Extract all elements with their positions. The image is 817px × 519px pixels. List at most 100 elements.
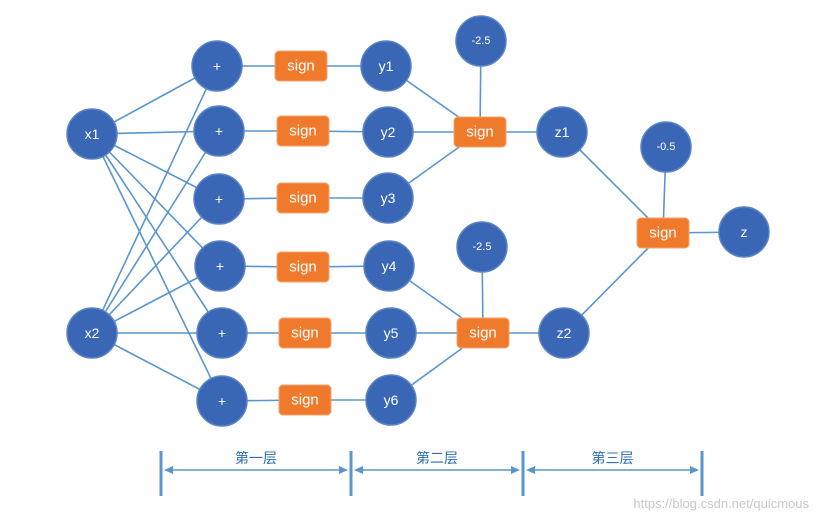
node-b3-label: -0.5 bbox=[657, 141, 676, 153]
node-y3-shape bbox=[362, 172, 414, 224]
node-y4-shape bbox=[363, 240, 415, 292]
node-p5-label: + bbox=[218, 325, 226, 341]
scale-arrow-left-2 bbox=[354, 466, 363, 474]
edge-x1-p5 bbox=[91, 133, 223, 334]
node-y1-shape bbox=[360, 40, 412, 92]
node-x1: x1 bbox=[66, 108, 118, 160]
node-z: z bbox=[718, 206, 770, 258]
node-z2-label: z2 bbox=[557, 325, 572, 341]
node-p5-shape bbox=[196, 307, 248, 359]
node-x1-label: x1 bbox=[85, 126, 100, 142]
node-z1-shape bbox=[536, 106, 588, 158]
node-z1: z1 bbox=[536, 106, 588, 158]
scale-arrow-right-2 bbox=[511, 466, 520, 474]
node-p3-label: + bbox=[215, 191, 223, 207]
layer-label-1: 第一层 bbox=[235, 450, 277, 467]
node-p3: + bbox=[193, 173, 245, 225]
node-s4-shape bbox=[276, 251, 330, 283]
node-y2-shape bbox=[362, 106, 414, 158]
node-t1-label: sign bbox=[466, 124, 494, 141]
node-z2-shape bbox=[538, 307, 590, 359]
node-b2: -2.5 bbox=[456, 221, 508, 273]
node-y5: y5 bbox=[365, 307, 417, 359]
node-b1: -2.5 bbox=[455, 15, 507, 67]
layer-label-2: 第二层 bbox=[416, 450, 458, 467]
node-s6: sign bbox=[278, 384, 332, 416]
node-x2-label: x2 bbox=[85, 325, 100, 341]
node-x2: x2 bbox=[66, 307, 118, 359]
node-y6-shape bbox=[365, 374, 417, 426]
node-s1-label: sign bbox=[287, 58, 315, 75]
node-p2-label: + bbox=[215, 123, 223, 139]
node-t3-shape bbox=[636, 217, 690, 249]
node-y3: y3 bbox=[362, 172, 414, 224]
node-s3: sign bbox=[276, 182, 330, 214]
node-y5-label: y5 bbox=[384, 325, 399, 341]
node-t1: sign bbox=[453, 116, 507, 148]
node-y2: y2 bbox=[362, 106, 414, 158]
node-b3: -0.5 bbox=[640, 121, 692, 173]
scale-arrow-right-1 bbox=[339, 466, 348, 474]
node-y6-label: y6 bbox=[384, 392, 399, 408]
edge-x1-p4 bbox=[91, 133, 221, 267]
node-p6-label: + bbox=[218, 393, 226, 409]
node-p4-shape bbox=[194, 240, 246, 292]
layer-scale: 第一层第二层第三层 bbox=[159, 450, 704, 496]
node-p4: + bbox=[194, 240, 246, 292]
node-b2-label: -2.5 bbox=[473, 241, 492, 253]
node-s6-label: sign bbox=[291, 392, 319, 409]
nodes: x1 x2 + + + + + + sign sign sign sign sign sign y1 y2 y3… bbox=[66, 15, 770, 427]
node-s1: sign bbox=[274, 50, 328, 82]
node-z2: z2 bbox=[538, 307, 590, 359]
node-t3-label: sign bbox=[649, 225, 677, 242]
node-t3: sign bbox=[636, 217, 690, 249]
scale-arrow-right-3 bbox=[690, 466, 699, 474]
node-b1-label: -2.5 bbox=[472, 35, 491, 47]
node-p6: + bbox=[196, 375, 248, 427]
node-p3-shape bbox=[193, 173, 245, 225]
node-p6-shape bbox=[196, 375, 248, 427]
node-y4-label: y4 bbox=[382, 258, 397, 274]
node-p2-shape bbox=[193, 105, 245, 157]
edge-x1-p6 bbox=[91, 133, 223, 402]
node-s4: sign bbox=[276, 251, 330, 283]
node-s6-shape bbox=[278, 384, 332, 416]
node-y4: y4 bbox=[363, 240, 415, 292]
node-s4-label: sign bbox=[289, 259, 317, 276]
node-s2: sign bbox=[276, 115, 330, 147]
node-b3-shape bbox=[640, 121, 692, 173]
node-x1-shape bbox=[66, 108, 118, 160]
node-y3-label: y3 bbox=[381, 190, 396, 206]
watermark: https://blog.csdn.net/quicmous bbox=[633, 496, 809, 511]
node-p2: + bbox=[193, 105, 245, 157]
node-y6: y6 bbox=[365, 374, 417, 426]
node-s3-shape bbox=[276, 182, 330, 214]
node-p1-label: + bbox=[213, 58, 221, 74]
node-s2-shape bbox=[276, 115, 330, 147]
node-y1: y1 bbox=[360, 40, 412, 92]
node-t2: sign bbox=[456, 317, 510, 349]
node-t2-label: sign bbox=[469, 325, 497, 342]
node-s1-shape bbox=[274, 50, 328, 82]
node-z1-label: z1 bbox=[555, 124, 570, 140]
node-t2-shape bbox=[456, 317, 510, 349]
node-s3-label: sign bbox=[289, 190, 317, 207]
node-s5: sign bbox=[278, 317, 332, 349]
node-b2-shape bbox=[456, 221, 508, 273]
scale-arrow-left-3 bbox=[526, 466, 535, 474]
node-p1: + bbox=[191, 40, 243, 92]
node-p1-shape bbox=[191, 40, 243, 92]
node-y5-shape bbox=[365, 307, 417, 359]
node-t1-shape bbox=[453, 116, 507, 148]
node-s5-shape bbox=[278, 317, 332, 349]
node-p5: + bbox=[196, 307, 248, 359]
node-b1-shape bbox=[455, 15, 507, 67]
node-p4-label: + bbox=[216, 258, 224, 274]
node-s2-label: sign bbox=[289, 123, 317, 140]
node-z-label: z bbox=[741, 224, 748, 240]
node-z-shape bbox=[718, 206, 770, 258]
scale-arrow-left-1 bbox=[164, 466, 173, 474]
node-y1-label: y1 bbox=[379, 58, 394, 74]
node-s5-label: sign bbox=[291, 325, 319, 342]
